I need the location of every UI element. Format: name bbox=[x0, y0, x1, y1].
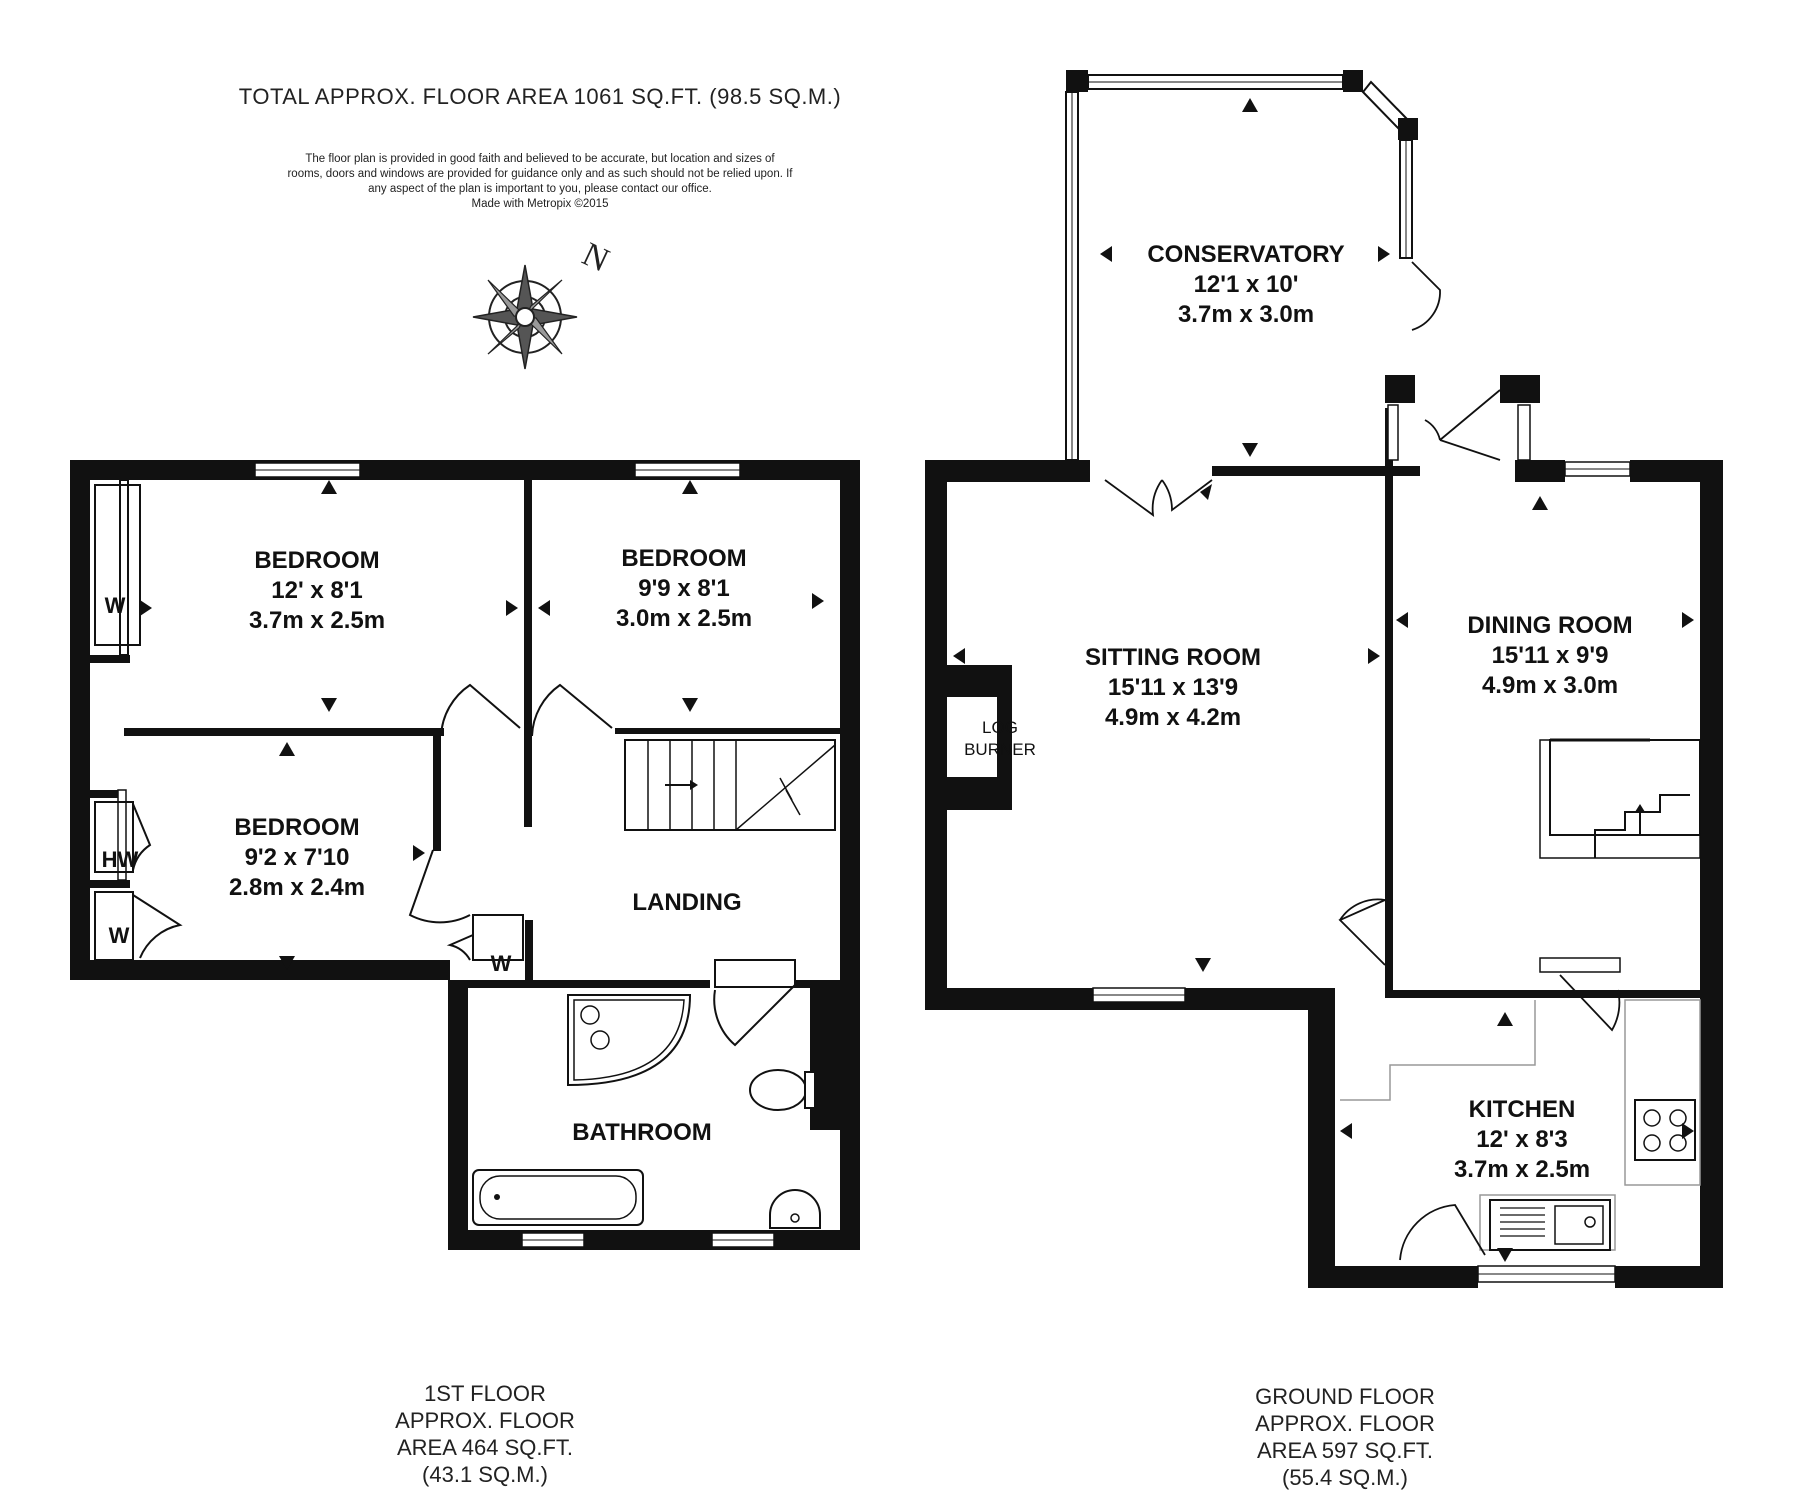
bedroom-2-metric: 3.0m x 2.5m bbox=[616, 605, 752, 632]
sitting-room-metric: 4.9m x 4.2m bbox=[1105, 704, 1241, 731]
first-floor-area-line: (43.1 SQ.M.) bbox=[422, 1462, 548, 1487]
wardrobe-label: W bbox=[491, 951, 512, 976]
disclaimer-line: rooms, doors and windows are provided fo… bbox=[287, 168, 793, 180]
ground-floor-area-line: GROUND FLOOR bbox=[1255, 1384, 1435, 1409]
bedroom-2-imperial: 9'9 x 8'1 bbox=[638, 575, 730, 602]
bedroom-1-metric: 3.7m x 2.5m bbox=[249, 607, 385, 634]
kitchen-imperial: 12' x 8'3 bbox=[1476, 1126, 1568, 1153]
first-floor-plan: BEDROOM 12' x 8'1 3.7m x 2.5m BEDROOM 9'… bbox=[70, 460, 860, 1250]
ground-floor-plan: CONSERVATORY 12'1 x 10' 3.7m x 3.0m SITT… bbox=[925, 70, 1723, 1288]
conservatory-metric: 3.7m x 3.0m bbox=[1178, 301, 1314, 328]
bathroom-name: BATHROOM bbox=[572, 1119, 712, 1146]
log-burner-label: LOG bbox=[982, 718, 1018, 737]
disclaimer-line: Made with Metropix ©2015 bbox=[471, 198, 609, 210]
first-floor-area-line: APPROX. FLOOR bbox=[395, 1408, 575, 1433]
hot-water-label: HW bbox=[102, 847, 139, 872]
ground-floor-area: GROUND FLOOR APPROX. FLOOR AREA 597 SQ.F… bbox=[1220, 1383, 1470, 1491]
wardrobe-label: W bbox=[105, 593, 126, 618]
compass-icon: N bbox=[472, 236, 615, 370]
conservatory-name: CONSERVATORY bbox=[1147, 241, 1344, 268]
disclaimer-line: any aspect of the plan is important to y… bbox=[368, 183, 712, 195]
sitting-room-imperial: 15'11 x 13'9 bbox=[1108, 674, 1238, 701]
dining-room-imperial: 15'11 x 9'9 bbox=[1492, 642, 1609, 669]
bedroom-3-name: BEDROOM bbox=[234, 814, 359, 841]
ground-floor-area-line: (55.4 SQ.M.) bbox=[1282, 1465, 1408, 1490]
bedroom-3-metric: 2.8m x 2.4m bbox=[229, 874, 365, 901]
dining-room-name: DINING ROOM bbox=[1467, 612, 1632, 639]
landing-name: LANDING bbox=[632, 889, 741, 916]
compass-north-label: N bbox=[577, 236, 615, 280]
kitchen-name: KITCHEN bbox=[1469, 1096, 1576, 1123]
ground-floor-area-line: APPROX. FLOOR bbox=[1255, 1411, 1435, 1436]
bedroom-1-imperial: 12' x 8'1 bbox=[271, 577, 363, 604]
bedroom-2-name: BEDROOM bbox=[621, 545, 746, 572]
bedroom-3-imperial: 9'2 x 7'10 bbox=[245, 844, 350, 871]
disclaimer-line: The floor plan is provided in good faith… bbox=[305, 153, 775, 165]
first-floor-area: 1ST FLOOR APPROX. FLOOR AREA 464 SQ.FT. … bbox=[370, 1380, 600, 1488]
bedroom-1-name: BEDROOM bbox=[254, 547, 379, 574]
ground-floor-area-line: AREA 597 SQ.FT. bbox=[1256, 1438, 1434, 1463]
kitchen-metric: 3.7m x 2.5m bbox=[1454, 1156, 1590, 1183]
dining-room-metric: 4.9m x 3.0m bbox=[1482, 672, 1618, 699]
disclaimer: The floor plan is provided in good faith… bbox=[240, 152, 840, 212]
log-burner-label: BURNER bbox=[964, 740, 1036, 759]
total-floor-area: TOTAL APPROX. FLOOR AREA 1061 SQ.FT. (98… bbox=[238, 84, 842, 109]
first-floor-area-line: AREA 464 SQ.FT. bbox=[396, 1435, 574, 1460]
first-floor-area-line: 1ST FLOOR bbox=[424, 1381, 546, 1406]
conservatory-imperial: 12'1 x 10' bbox=[1194, 271, 1299, 298]
wardrobe-label: W bbox=[109, 923, 130, 948]
sitting-room-name: SITTING ROOM bbox=[1085, 644, 1261, 671]
